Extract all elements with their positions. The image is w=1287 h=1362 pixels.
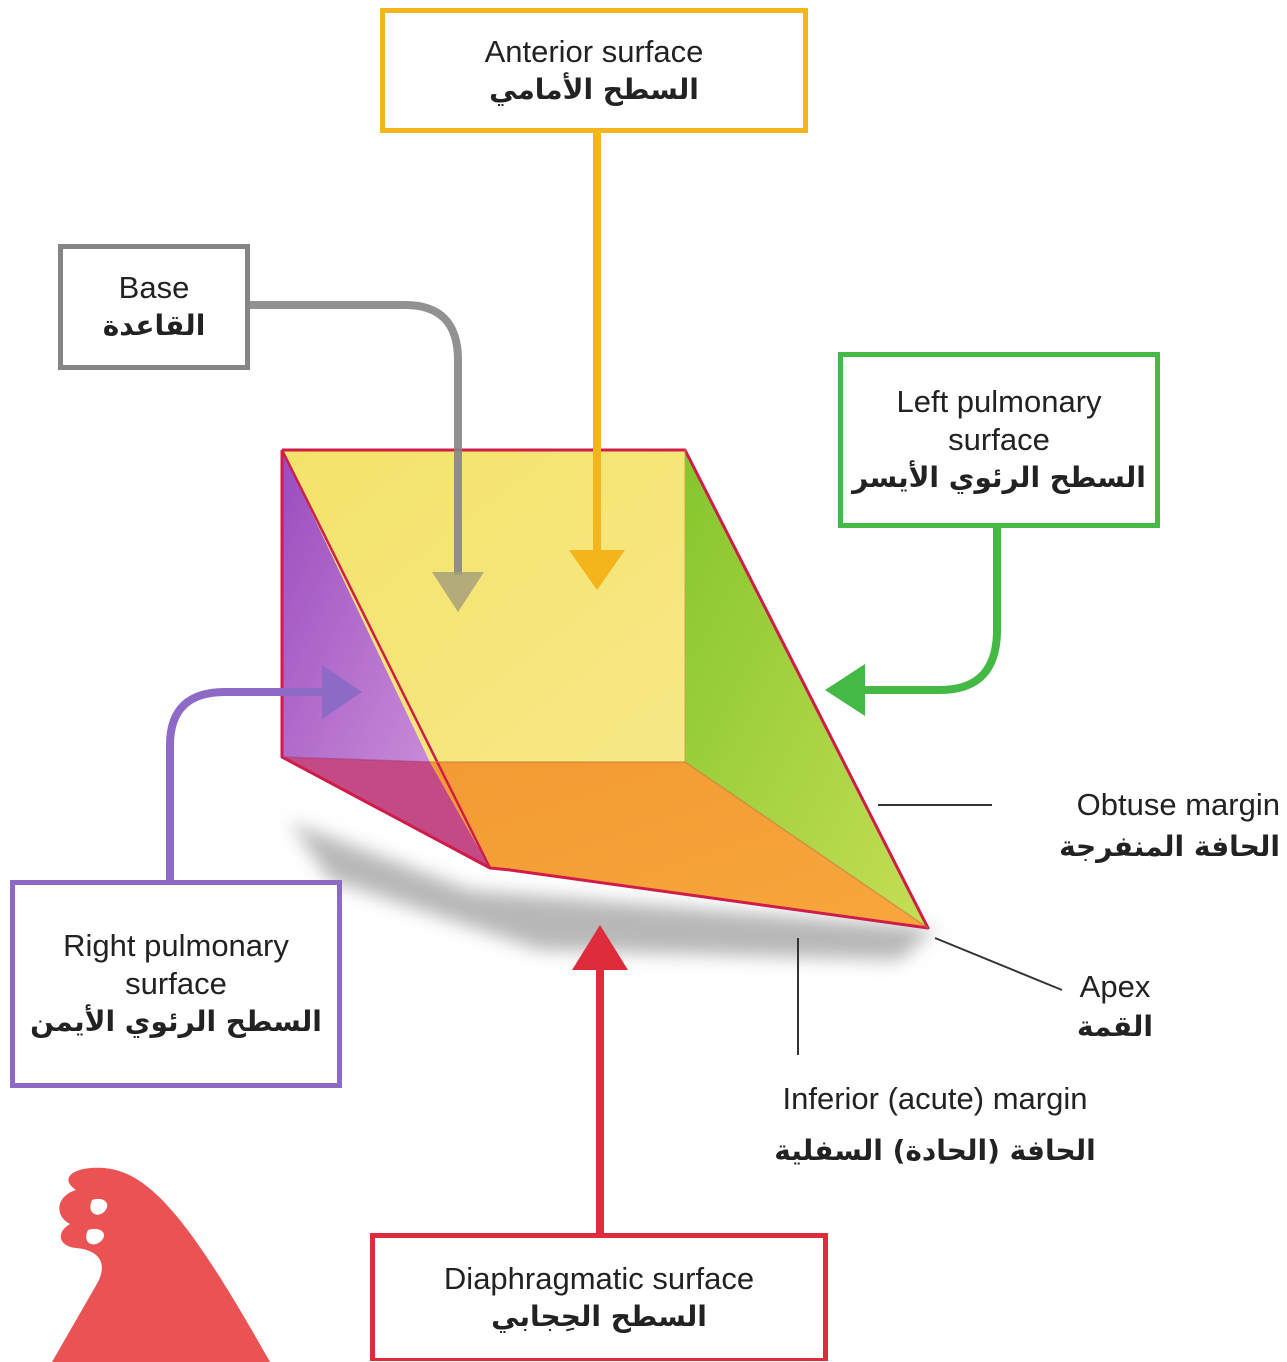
diaphragmatic-en: Diaphragmatic surface — [444, 1260, 754, 1298]
anterior-surface-label: Anterior surface السطح الأمامي — [380, 8, 808, 133]
apex-leader — [935, 938, 1062, 990]
apex-ar: القمة — [1060, 1008, 1170, 1046]
apex-en: Apex — [1060, 968, 1170, 1006]
left-pulmonary-ar: السطح الرئوي الأيسر — [852, 459, 1146, 497]
obtuse-margin-ar: الحافة المنفرجة — [996, 828, 1280, 866]
apex-label: Apex القمة — [1060, 968, 1170, 1046]
right-pulmonary-en-line1: Right pulmonary — [63, 927, 289, 965]
left-pulmonary-arrow-shaft — [860, 525, 997, 690]
base-ar: القاعدة — [103, 307, 206, 345]
left-pulmonary-surface-label: Left pulmonary surface السطح الرئوي الأي… — [838, 352, 1160, 528]
right-pulmonary-ar: السطح الرئوي الأيمن — [30, 1003, 322, 1041]
base-en: Base — [119, 269, 190, 307]
left-pulmonary-en-line2: surface — [948, 421, 1050, 459]
left-pulmonary-en-line1: Left pulmonary — [896, 383, 1101, 421]
logo-mark — [52, 1168, 270, 1362]
left-pulmonary-arrow-head — [825, 664, 865, 716]
diaphragmatic-surface-label: Diaphragmatic surface السطح الحِجابي — [370, 1233, 828, 1361]
obtuse-margin-label: Obtuse margin الحافة المنفرجة — [996, 786, 1280, 866]
anterior-surface-ar: السطح الأمامي — [489, 71, 699, 109]
base-label: Base القاعدة — [58, 244, 250, 370]
diaphragmatic-ar: السطح الحِجابي — [491, 1298, 707, 1336]
inferior-margin-label: Inferior (acute) margin الحافة (الحادة) … — [728, 1080, 1142, 1170]
inferior-margin-ar: الحافة (الحادة) السفلية — [728, 1132, 1142, 1170]
right-pulmonary-en-line2: surface — [125, 965, 227, 1003]
anterior-surface-en: Anterior surface — [485, 33, 704, 71]
right-pulmonary-surface-label: Right pulmonary surface السطح الرئوي الأ… — [10, 880, 342, 1088]
obtuse-margin-en: Obtuse margin — [996, 786, 1280, 824]
inferior-margin-en: Inferior (acute) margin — [728, 1080, 1142, 1118]
